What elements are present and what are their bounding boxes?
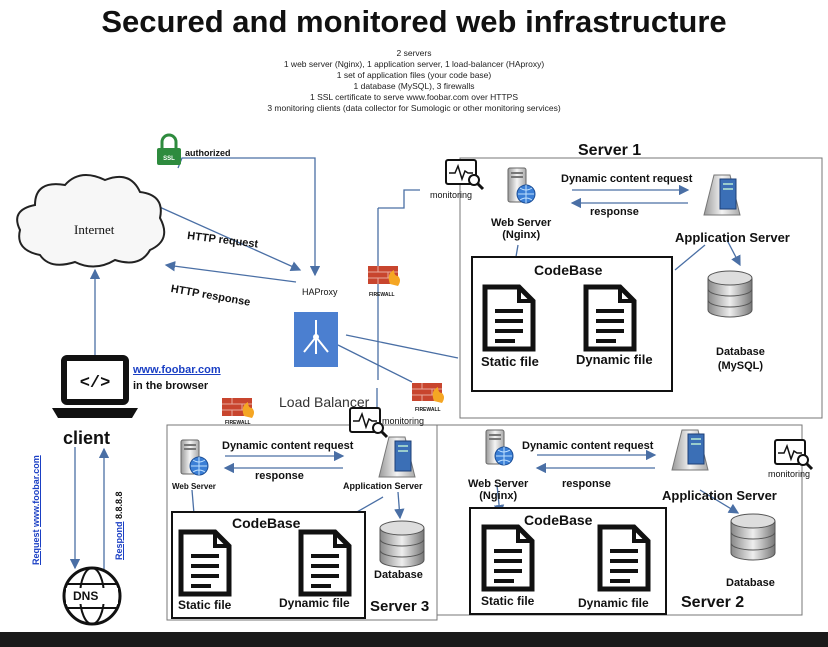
foobar-link[interactable]: www.foobar.com [133, 364, 221, 376]
firewall-icon [367, 265, 401, 287]
firewall-label: FIREWALL [415, 407, 441, 413]
firewall-icon [411, 382, 445, 404]
authorized-label: authorized [185, 148, 231, 158]
static-file-label: Static file [481, 354, 539, 369]
server-2-title: Server 2 [681, 594, 745, 611]
database-icon [730, 513, 776, 561]
dynamic-request-label: Dynamic content request [222, 440, 354, 452]
response-label: response [255, 470, 304, 482]
dynamic-file-icon [600, 527, 648, 589]
web-server-label: Web Server(Nginx) [468, 478, 529, 502]
page-title: Secured and monitored web infrastructure [101, 4, 727, 39]
web-server-label: Web Server(Nginx) [491, 217, 552, 241]
internet-label: Internet [74, 222, 115, 237]
dynamic-file-icon [586, 287, 634, 349]
codebase-label: CodeBase [524, 512, 593, 528]
monitoring-label: monitoring [382, 416, 425, 426]
database-label: Database [726, 577, 775, 589]
ssl-lock-icon: SSL [157, 133, 181, 165]
dynamic-request-label: Dynamic content request [561, 173, 693, 185]
dns-respond-label: Respond 8.8.8.8 [114, 491, 124, 560]
dynamic-file-label: Dynamic file [576, 352, 653, 367]
subtitle-line: 1 set of application files (your code ba… [336, 70, 492, 80]
response-label: response [590, 206, 639, 218]
app-server-label: Application Server [675, 230, 790, 245]
subtitle-line: 1 web server (Nginx), 1 application serv… [283, 59, 545, 69]
dynamic-file-icon [301, 532, 349, 594]
monitoring-label: monitoring [768, 469, 811, 479]
database-icon [379, 520, 425, 568]
svg-text:SSL: SSL [163, 156, 175, 162]
client-label: client [63, 428, 111, 448]
firewall-label: FIREWALL [369, 292, 395, 298]
dns-label: DNS [73, 589, 99, 603]
firewall-label: FIREWALL [225, 420, 251, 426]
dynamic-file-label: Dynamic file [578, 596, 649, 610]
dns-globe-icon [62, 566, 122, 626]
subtitle-line: 1 database (MySQL), 3 firewalls [353, 81, 475, 91]
static-file-icon [484, 527, 532, 589]
in-browser-label: in the browser [133, 380, 209, 392]
database-label: Database(MySQL) [716, 346, 765, 372]
firewall-icon [221, 397, 255, 419]
static-file-label: Static file [178, 598, 232, 612]
database-icon [707, 270, 753, 318]
app-server-label: Application Server [343, 481, 423, 491]
static-file-icon [181, 532, 229, 594]
internet-cloud-icon [16, 174, 166, 268]
load-balancer-icon [294, 312, 338, 367]
subtitle-line: 1 SSL certificate to serve www.foobar.co… [309, 92, 518, 102]
database-label: Database [374, 569, 423, 581]
load-balancer-label: Load Balancer [279, 394, 370, 410]
dynamic-file-label: Dynamic file [279, 596, 350, 610]
monitoring-label: monitoring [430, 190, 473, 200]
codebase-label: CodeBase [534, 262, 603, 278]
response-label: response [562, 478, 611, 490]
static-file-icon [485, 287, 533, 349]
subtitle-line: 3 monitoring clients (data collector for… [267, 103, 561, 113]
codebase-label: CodeBase [232, 515, 301, 531]
haproxy-label: HAProxy [302, 287, 338, 297]
dynamic-request-label: Dynamic content request [522, 440, 654, 452]
web-server-label: Web Server [172, 482, 216, 491]
dns-request-label: Request www.foobar.com [31, 455, 41, 565]
server-3-title: Server 3 [370, 598, 430, 615]
static-file-label: Static file [481, 594, 535, 608]
app-server-label: Application Server [662, 488, 777, 503]
server-1-title: Server 1 [578, 142, 642, 159]
svg-text:</>: </> [80, 374, 111, 393]
laptop-icon: </> [52, 355, 138, 418]
subtitle-line: 2 servers [396, 48, 432, 58]
